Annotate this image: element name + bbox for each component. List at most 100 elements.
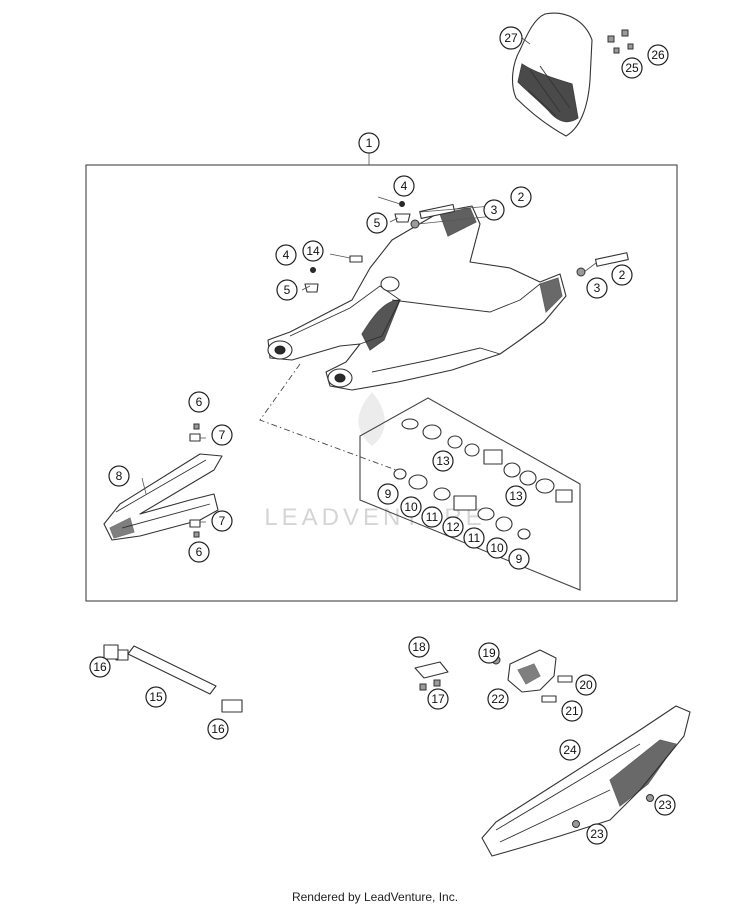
callout-1-label: 1 — [366, 136, 373, 150]
callout-11-right: 11 — [463, 527, 485, 549]
screw-6-7-upper[interactable] — [189, 423, 201, 442]
nut-3a[interactable] — [410, 219, 420, 229]
callout-15-label: 15 — [149, 690, 163, 704]
callout-14-label: 14 — [306, 244, 320, 258]
callout-13-left-label: 13 — [436, 454, 450, 468]
cover-part-27[interactable] — [511, 12, 593, 137]
callout-19-label: 19 — [482, 646, 496, 660]
callout-5-lower: 5 — [276, 279, 298, 301]
callout-6-lower-label: 6 — [196, 545, 203, 559]
callout-8: 8 — [108, 465, 130, 487]
callout-4-upper-label: 4 — [401, 179, 408, 193]
callout-4-lower-label: 4 — [283, 248, 290, 262]
callout-6-upper-label: 6 — [196, 395, 203, 409]
bearing-parts-9-13[interactable] — [393, 418, 573, 540]
callout-10-right: 10 — [486, 537, 508, 559]
callout-10-right-label: 10 — [490, 541, 504, 555]
callout-9-right-label: 9 — [516, 552, 523, 566]
callout-16-right-label: 16 — [211, 722, 225, 736]
callout-17: 17 — [427, 688, 449, 710]
callout-11-right-label: 11 — [468, 531, 481, 545]
callout-10-left: 10 — [400, 496, 422, 518]
callout-6-upper: 6 — [188, 391, 210, 413]
screw-17[interactable] — [419, 679, 441, 691]
swingarm-part-1[interactable] — [267, 205, 567, 391]
callout-8-label: 8 — [116, 469, 123, 483]
callout-26: 26 — [647, 44, 669, 66]
callout-23-right-label: 23 — [658, 798, 672, 812]
callout-7-lower: 7 — [211, 510, 233, 532]
callout-20-label: 20 — [579, 678, 593, 692]
callout-18: 18 — [408, 636, 430, 658]
callout-18-label: 18 — [412, 640, 426, 654]
callout-4-lower: 4 — [275, 244, 297, 266]
callout-11-left-label: 11 — [426, 510, 439, 524]
callout-14: 14 — [302, 240, 324, 262]
callout-3-upper-label: 3 — [491, 203, 498, 217]
bolt-14[interactable] — [349, 255, 363, 263]
callout-9-left-label: 9 — [385, 487, 392, 501]
swingarm-assembly-frame — [85, 164, 678, 602]
bolt-21[interactable] — [541, 695, 557, 703]
callout-7-upper: 7 — [211, 424, 233, 446]
callout-15: 15 — [145, 686, 167, 708]
callout-9-right: 9 — [508, 548, 530, 570]
footer-credit: Rendered by LeadVenture, Inc. — [291, 890, 459, 904]
nut-3b[interactable] — [576, 267, 586, 277]
pivot-shaft-part-15[interactable] — [103, 644, 243, 713]
chain-guide-part-22[interactable] — [507, 649, 557, 693]
callout-27-label: 27 — [504, 31, 518, 45]
callout-16-left: 16 — [89, 656, 111, 678]
callout-4-upper: 4 — [393, 175, 415, 197]
callout-25: 25 — [621, 57, 643, 79]
chain-slider-part-8[interactable] — [103, 453, 223, 541]
callout-23-right: 23 — [654, 794, 676, 816]
clip-4-5-lower[interactable] — [304, 267, 319, 293]
screws-23[interactable] — [572, 794, 654, 828]
callout-16-left-label: 16 — [93, 660, 107, 674]
callout-9-left: 9 — [377, 483, 399, 505]
callout-5-upper: 5 — [366, 212, 388, 234]
callout-22-label: 22 — [491, 692, 505, 706]
callout-3-lower-label: 3 — [594, 281, 601, 295]
callout-10-left-label: 10 — [404, 500, 418, 514]
callout-17-label: 17 — [431, 692, 445, 706]
callout-16-right: 16 — [207, 718, 229, 740]
screw-6-7-lower[interactable] — [189, 519, 201, 538]
watermark-flame-icon — [358, 392, 385, 446]
bearing-kit-panel — [359, 397, 581, 591]
callout-24: 24 — [559, 739, 581, 761]
bracket-part-18[interactable] — [414, 661, 449, 679]
callout-7-upper-label: 7 — [219, 428, 226, 442]
axle-pin-2b[interactable] — [594, 252, 629, 267]
bolt-20[interactable] — [557, 675, 573, 683]
leader-lines — [141, 37, 597, 523]
callout-7-lower-label: 7 — [219, 514, 226, 528]
callout-21: 21 — [561, 700, 583, 722]
callout-12: 12 — [442, 516, 464, 538]
chain-guard-part-24[interactable] — [481, 705, 691, 857]
callout-13-right-label: 13 — [509, 489, 523, 503]
callout-3-upper: 3 — [483, 199, 505, 221]
callout-19: 19 — [478, 642, 500, 664]
callout-2-upper: 2 — [510, 186, 532, 208]
callout-25-label: 25 — [625, 61, 639, 75]
callout-23-bottom-label: 23 — [590, 827, 604, 841]
callout-2-lower-label: 2 — [619, 268, 626, 282]
clip-4-5-upper[interactable] — [394, 201, 411, 223]
callout-5-upper-label: 5 — [374, 216, 381, 230]
axle-pin-2a[interactable] — [419, 203, 456, 219]
callout-23-bottom: 23 — [586, 823, 608, 845]
callout-27: 27 — [499, 26, 523, 50]
callout-26-label: 26 — [651, 48, 665, 62]
callout-6-lower: 6 — [188, 541, 210, 563]
callout-1: 1 — [358, 132, 380, 154]
callout-13-right: 13 — [505, 485, 527, 507]
callout-2-upper-label: 2 — [518, 190, 525, 204]
callout-20: 20 — [575, 674, 597, 696]
callout-3-lower: 3 — [586, 277, 608, 299]
callout-24-label: 24 — [563, 743, 577, 757]
callout-12-label: 12 — [446, 520, 460, 534]
screws-25-26[interactable] — [607, 29, 634, 54]
